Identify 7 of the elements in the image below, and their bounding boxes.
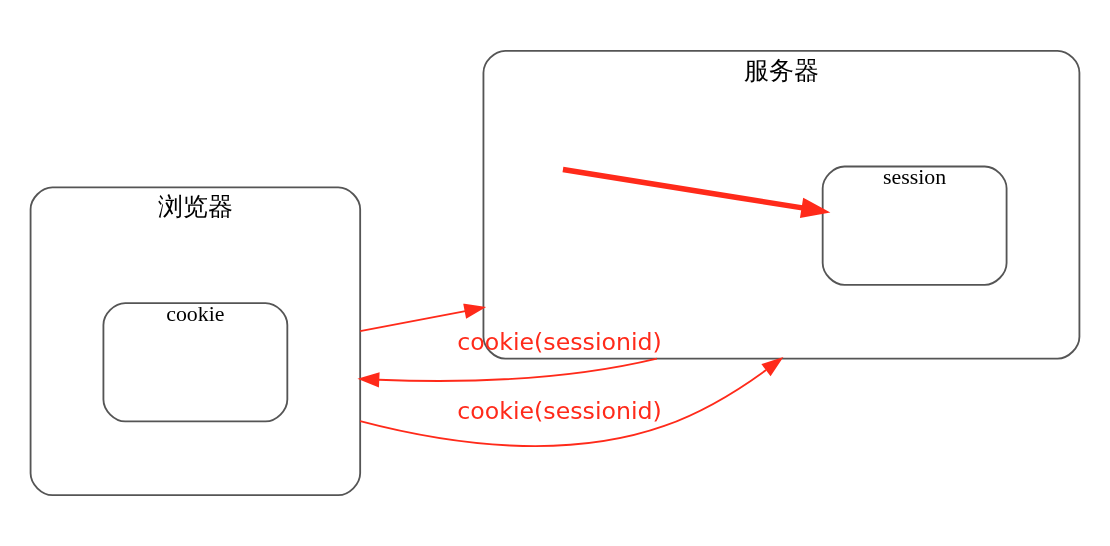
- arrow: [562, 166, 831, 218]
- arrow: [359, 356, 784, 448]
- node-box: cookie: [102, 302, 289, 423]
- arrow: [359, 303, 487, 333]
- edge-label: cookie(sessionid): [457, 397, 662, 426]
- node-box: session: [821, 165, 1008, 286]
- arrow: [357, 357, 658, 388]
